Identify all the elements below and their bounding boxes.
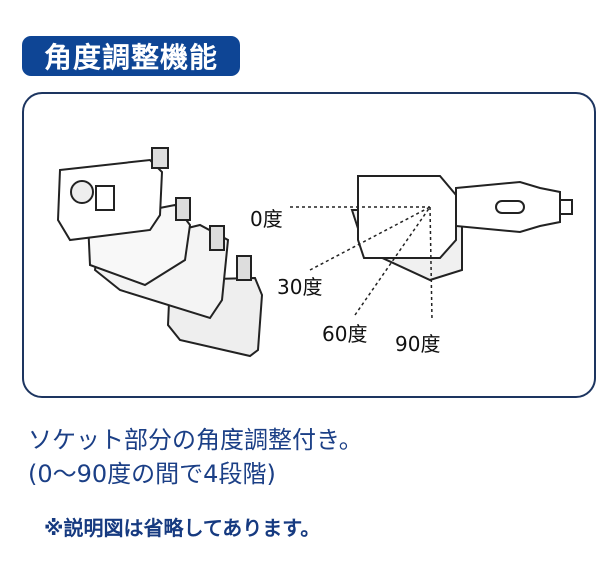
angle-label-0: 0度: [250, 207, 283, 231]
angle-label-60: 60度: [322, 322, 368, 346]
stacked-socket-product-icon: [56, 147, 264, 358]
section-title-badge: 角度調整機能: [22, 36, 240, 76]
side-view-plug-icon: [350, 175, 573, 282]
description-line-1: ソケット部分の角度調整付き。: [28, 426, 363, 454]
angle-label-90: 90度: [395, 332, 441, 356]
illustration-note: ※説明図は省略してあります。: [44, 516, 321, 540]
angle-guide-lines: [290, 206, 433, 321]
description-line-2: (0〜90度の間で4段階): [28, 460, 276, 488]
illustration-frame: [22, 92, 596, 398]
angle-label-30: 30度: [277, 275, 323, 299]
